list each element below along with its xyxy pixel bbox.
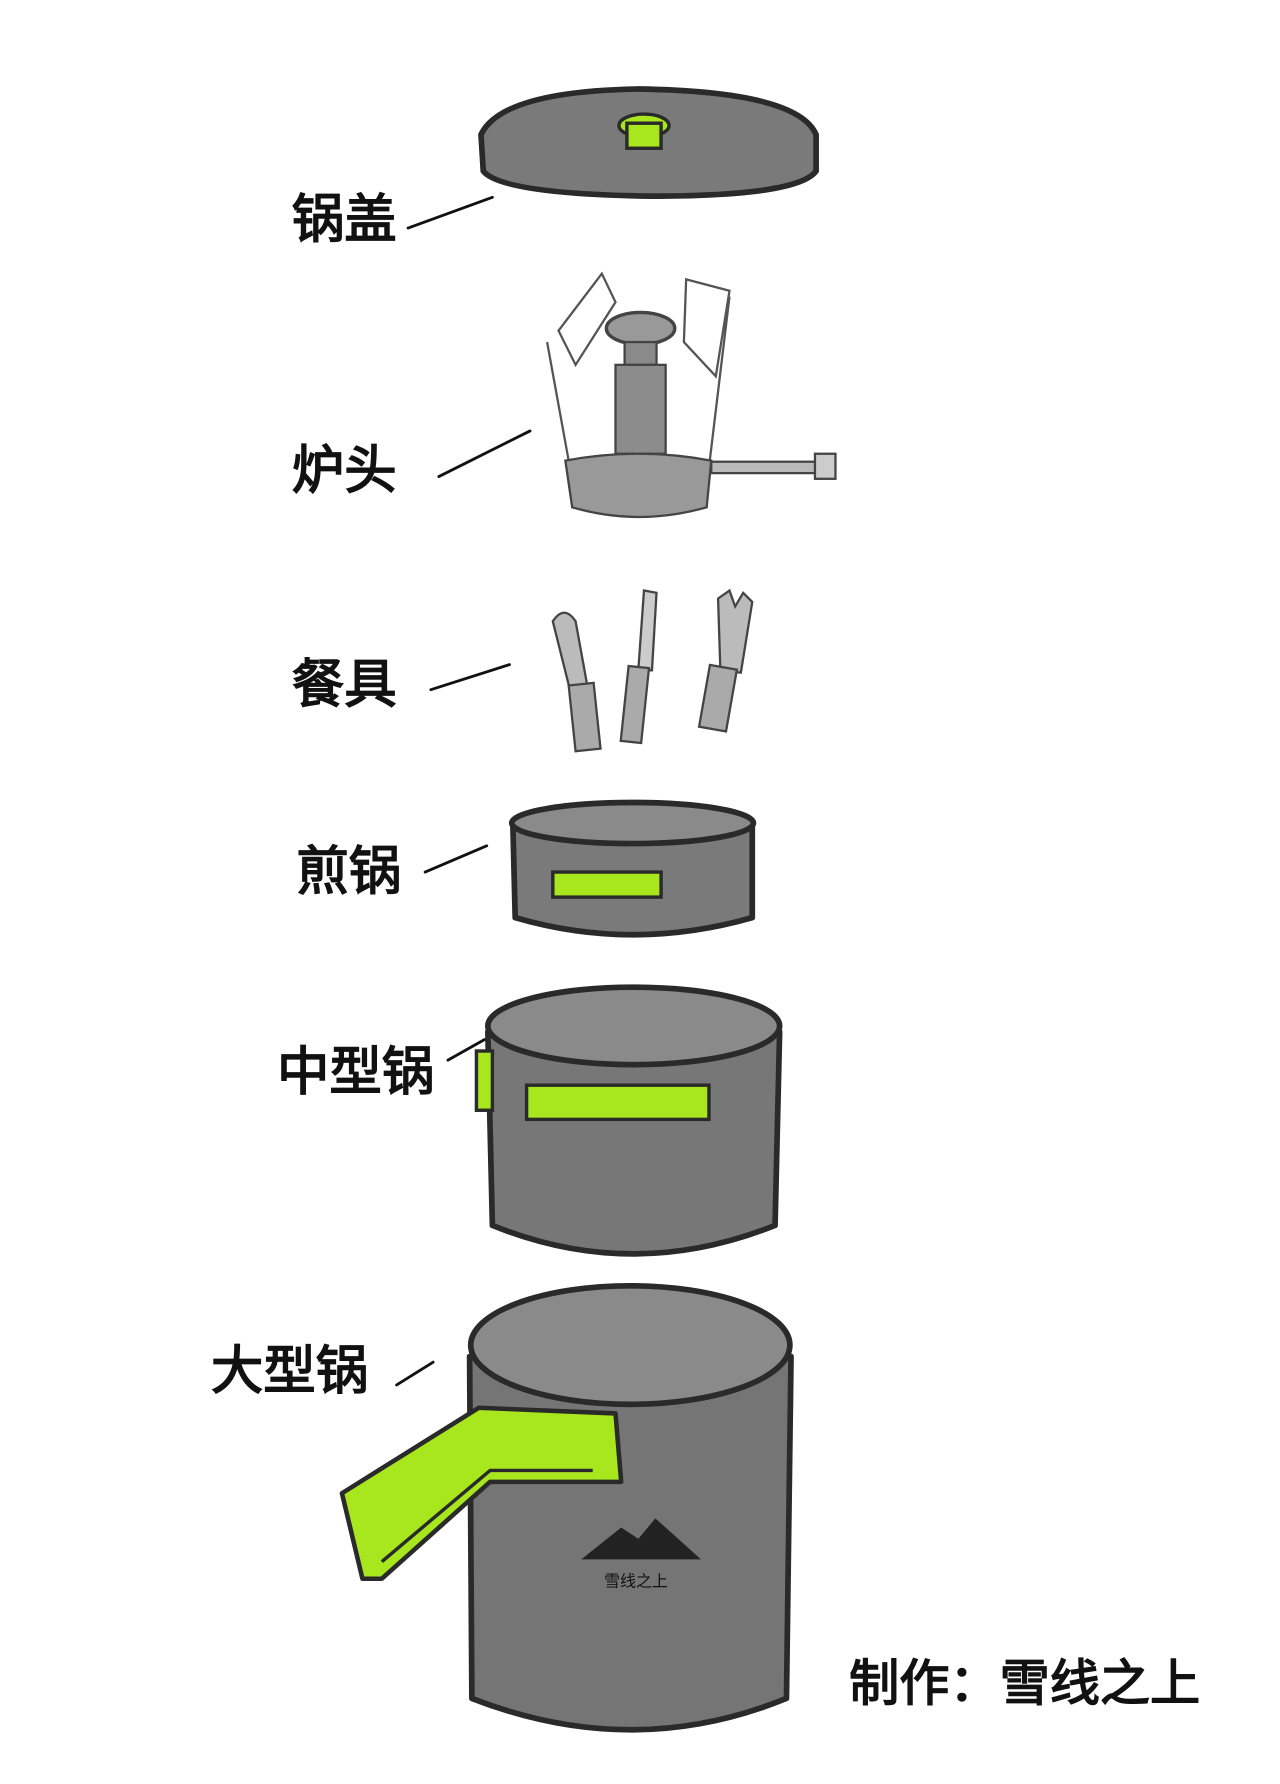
lid-illustration [478, 86, 819, 199]
label-large-pot: 大型锅 [211, 1340, 368, 1401]
utensils-illustration [551, 588, 754, 753]
label-burner: 炉头 [292, 440, 397, 501]
credit-text: 制作：雪线之上 [849, 1654, 1200, 1713]
burner-illustration [545, 271, 837, 519]
label-medium-pot: 中型锅 [277, 1042, 434, 1103]
brand-logo: 雪线之上 [581, 1518, 701, 1591]
medium-pot-leader-line [446, 1038, 486, 1062]
utensils-leader-line [429, 663, 511, 692]
burner-leader-line [437, 429, 532, 478]
large-pot-illustration: 雪线之上 [339, 1282, 794, 1733]
frying-pan-leader-line [423, 844, 489, 874]
label-lid: 锅盖 [292, 189, 397, 250]
label-utensils: 餐具 [292, 654, 397, 715]
label-frying-pan: 煎锅 [296, 841, 401, 902]
frying-pan-illustration [508, 799, 757, 938]
brand-logo-text: 雪线之上 [604, 1572, 668, 1591]
large-pot-leader-line [395, 1360, 435, 1387]
medium-pot-illustration [474, 984, 783, 1257]
lid-leader-line [406, 195, 494, 230]
